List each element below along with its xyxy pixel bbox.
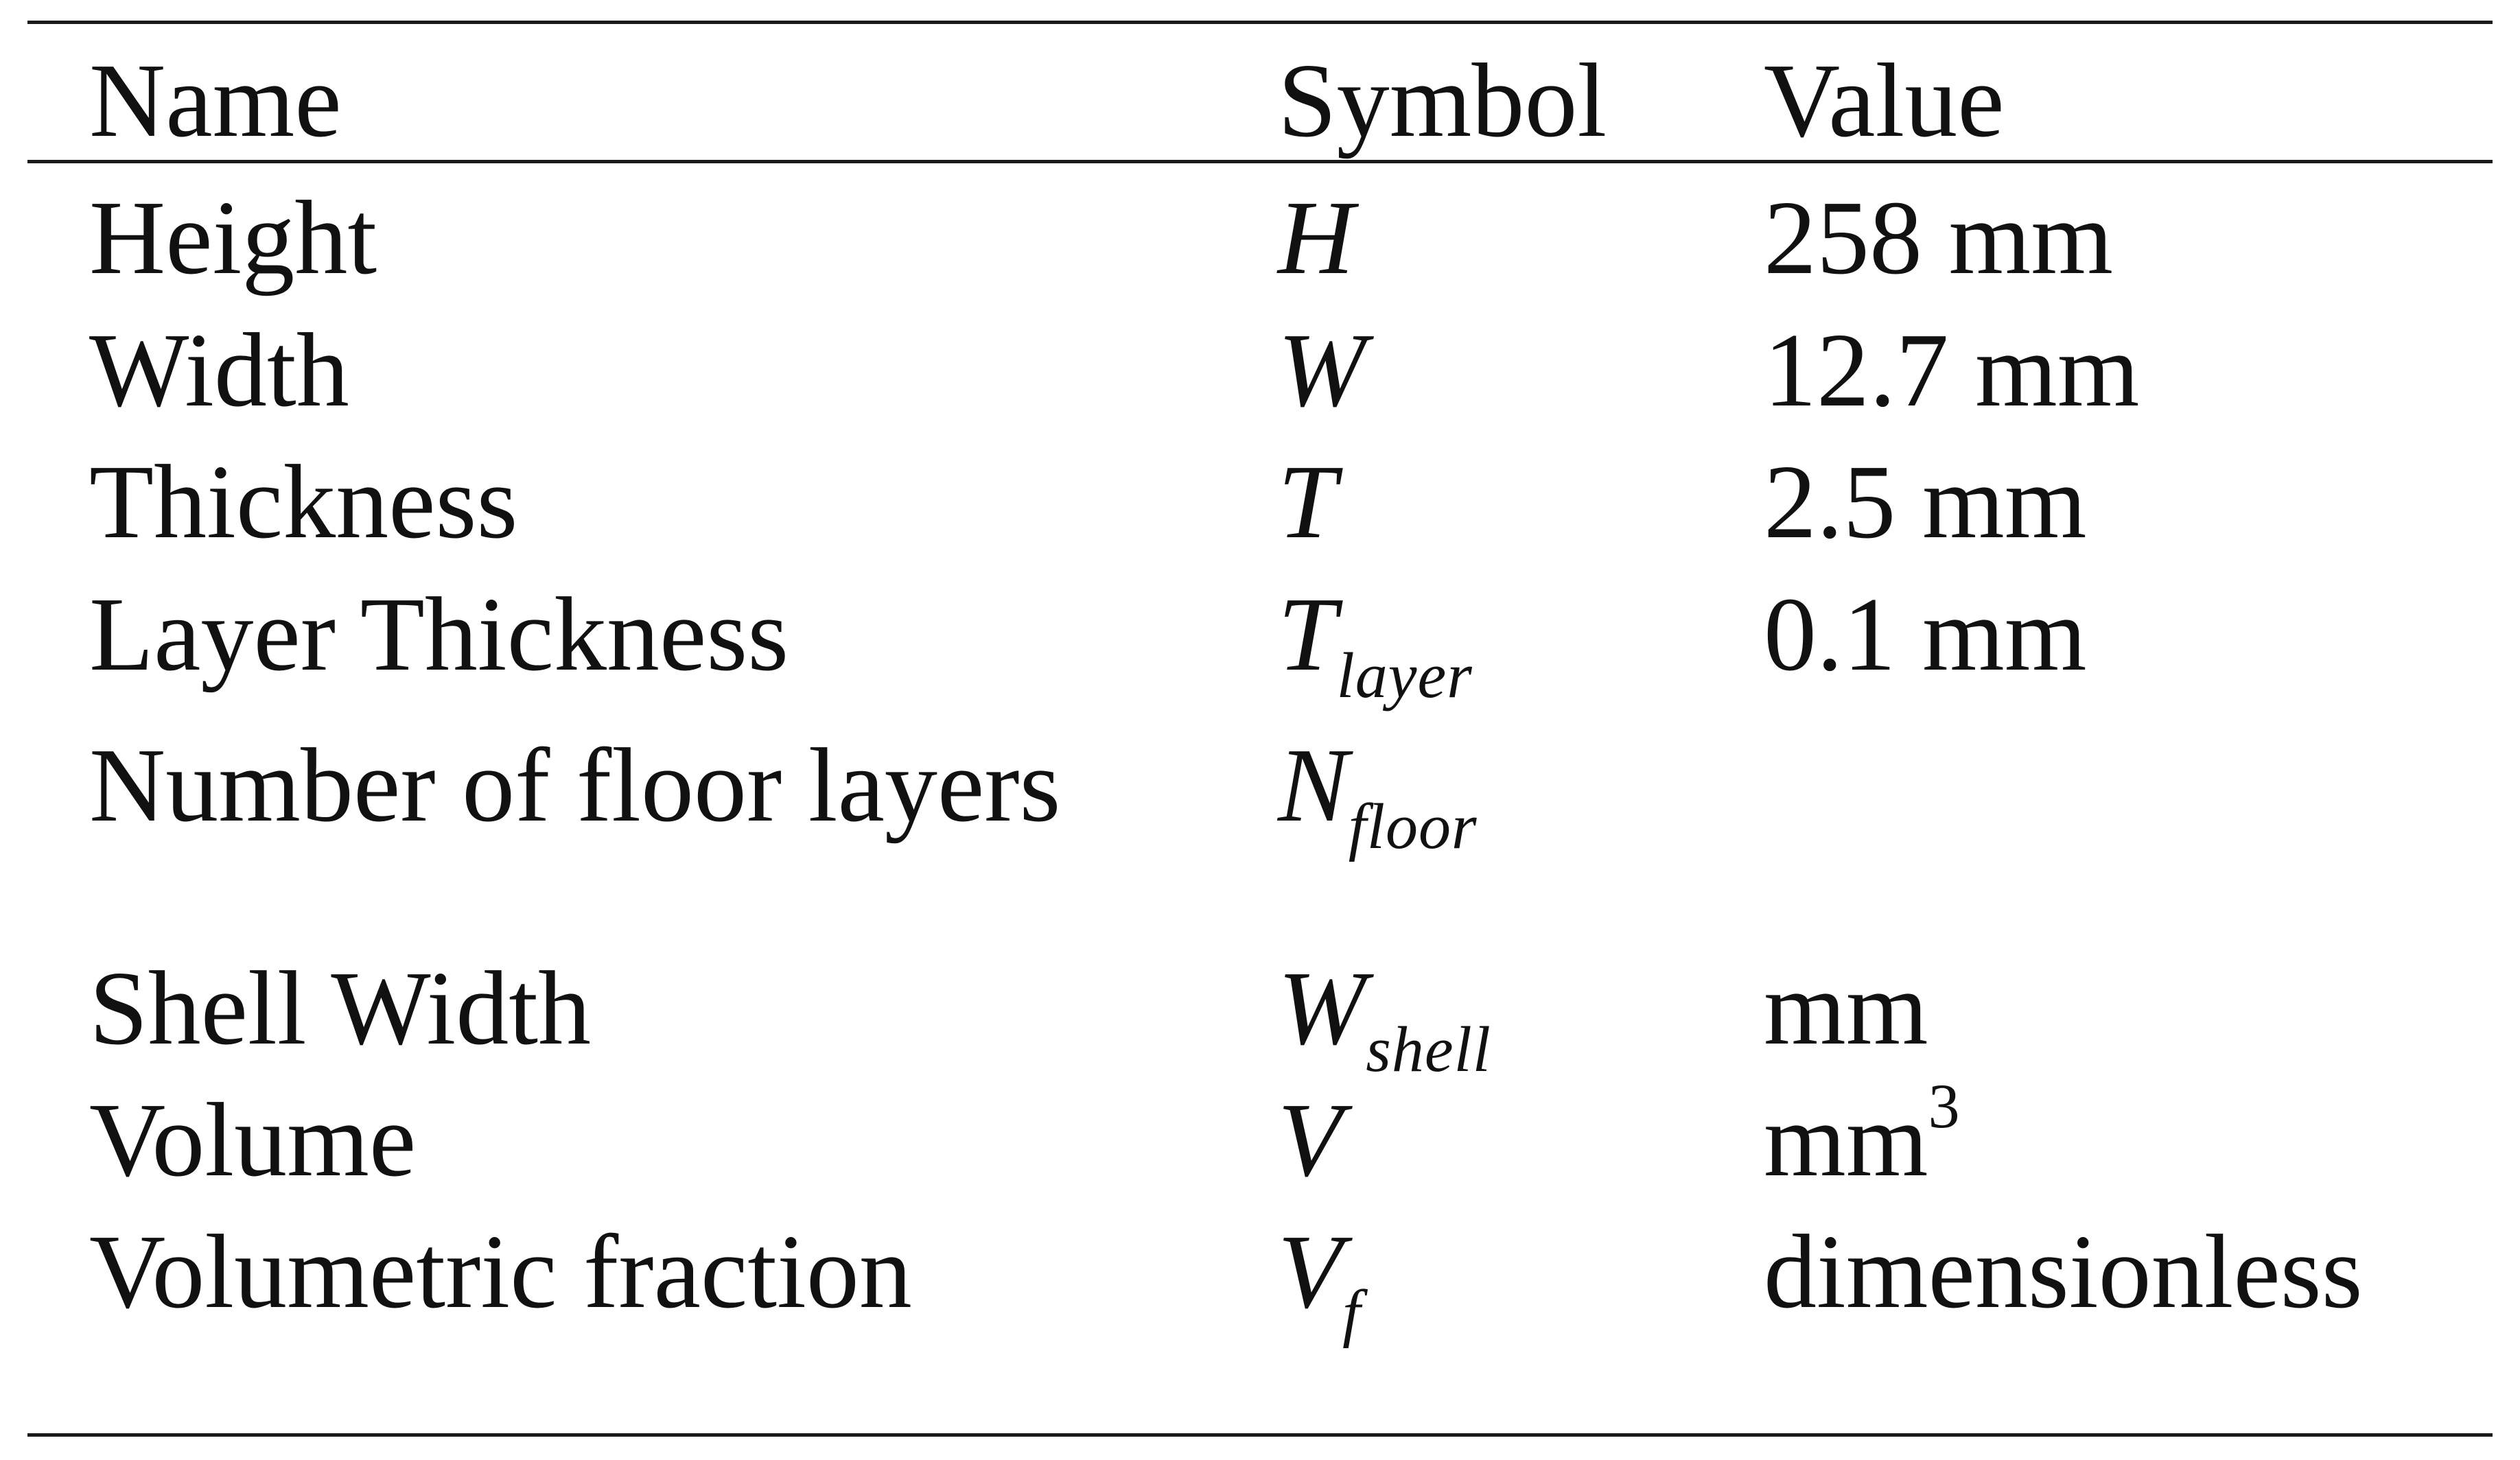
row-floor-layers-name: Number of floor layers — [89, 727, 1061, 844]
header-name: Name — [89, 43, 342, 159]
row-volumetric-fraction-subscript: f — [1342, 1278, 1362, 1349]
row-shell-width-subscript: shell — [1366, 1014, 1491, 1085]
row-floor-layers-symbol: Nfloor — [1278, 727, 1478, 862]
row-width-value: 12.7 mm — [1764, 312, 2140, 429]
row-floor-layers-subscript: floor — [1348, 791, 1478, 862]
row-width-name: Width — [89, 312, 349, 429]
row-shell-width-symbol: Wshell — [1278, 950, 1491, 1085]
row-layer-thickness-name: Layer Thickness — [89, 576, 789, 693]
row-height-symbol: H — [1278, 180, 1355, 296]
row-height-name: Height — [89, 180, 377, 296]
row-layer-thickness-subscript: layer — [1336, 640, 1473, 711]
table-bottom-rule — [27, 1433, 2493, 1437]
header-symbol: Symbol — [1278, 43, 1607, 159]
row-height-value: 258 mm — [1764, 180, 2114, 296]
row-volumetric-fraction-value: dimensionless — [1764, 1214, 2363, 1330]
row-volumetric-fraction-name: Volumetric fraction — [89, 1214, 912, 1330]
row-shell-width-value: mm — [1764, 950, 1928, 1067]
row-shell-width-name: Shell Width — [89, 950, 592, 1067]
header-value: Value — [1764, 43, 2005, 159]
row-thickness-symbol: T — [1278, 444, 1337, 561]
row-layer-thickness-symbol: Tlayer — [1278, 576, 1473, 711]
row-volume-name: Volume — [89, 1082, 417, 1199]
table-header-rule — [27, 160, 2493, 163]
row-volume-symbol: V — [1278, 1082, 1343, 1199]
row-volume-superscript: 3 — [1928, 1071, 1960, 1141]
table-top-rule — [27, 21, 2493, 24]
row-thickness-value: 2.5 mm — [1764, 444, 2087, 561]
row-width-symbol: W — [1278, 312, 1366, 429]
row-volume-value: mm3 — [1764, 1071, 1960, 1199]
row-volumetric-fraction-symbol: Vf — [1278, 1214, 1362, 1349]
row-layer-thickness-value: 0.1 mm — [1764, 576, 2087, 693]
row-thickness-name: Thickness — [89, 444, 518, 561]
